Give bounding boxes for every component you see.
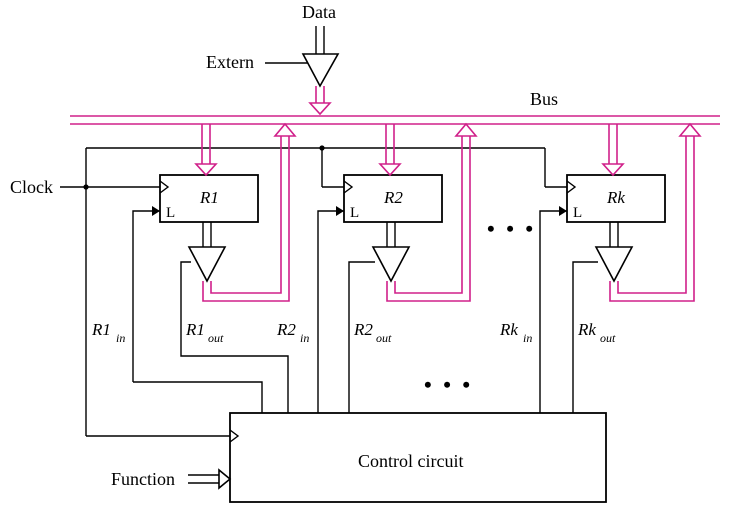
- r1-to-bus-path: [202, 122, 297, 302]
- svg-text:R2: R2: [276, 320, 296, 339]
- r1-in-label: R1 in: [91, 320, 125, 345]
- register-r2-name: R2: [383, 188, 403, 207]
- register-rk-load: L: [573, 205, 582, 221]
- bus-to-r2-arrow: [378, 124, 402, 177]
- svg-text:in: in: [300, 331, 309, 345]
- r2-out-label: R2 out: [353, 320, 392, 345]
- svg-text:R1: R1: [91, 320, 111, 339]
- rk-in-wire: [539, 206, 567, 413]
- r2-in-wire: [317, 206, 344, 413]
- register-rk: Rk L: [566, 174, 666, 223]
- control-circuit-label: Control circuit: [358, 451, 463, 471]
- function-input-arrow: [188, 468, 232, 490]
- register-r2-load: L: [350, 205, 359, 221]
- r1-output-lines: [202, 222, 212, 247]
- svg-text:Rk: Rk: [577, 320, 596, 339]
- register-rk-name: Rk: [606, 188, 625, 207]
- svg-text:Rk: Rk: [499, 320, 518, 339]
- r2-to-bus-path: [386, 122, 478, 302]
- r1-in-wire: [132, 206, 263, 413]
- r1-out-label: R1 out: [185, 320, 224, 345]
- r2-out-wire: [348, 261, 375, 413]
- register-r1-load: L: [166, 205, 175, 221]
- signal-ellipsis: • • •: [424, 372, 473, 397]
- svg-text:out: out: [376, 331, 392, 345]
- r1-output-buffer: [187, 246, 227, 283]
- svg-text:R2: R2: [353, 320, 373, 339]
- register-r1: R1 L: [159, 174, 259, 223]
- register-r2: R2 L: [343, 174, 443, 223]
- svg-text:R1: R1: [185, 320, 205, 339]
- r2-output-lines: [386, 222, 396, 247]
- r1-out-wire: [180, 261, 289, 413]
- bus-label: Bus: [530, 89, 558, 109]
- data-input-lines: [315, 26, 325, 54]
- control-circuit: Control circuit: [229, 412, 607, 503]
- register-ellipsis: • • •: [487, 216, 536, 241]
- extern-tristate-buffer: [301, 53, 340, 88]
- extern-label: Extern: [206, 52, 254, 72]
- register-r1-name: R1: [199, 188, 219, 207]
- svg-text:out: out: [600, 331, 616, 345]
- data-label: Data: [302, 2, 336, 22]
- function-label: Function: [111, 469, 175, 489]
- r2-output-buffer: [371, 246, 411, 283]
- svg-text:in: in: [523, 331, 532, 345]
- rk-to-bus-path: [609, 122, 702, 302]
- bus-to-rk-arrow: [601, 124, 625, 177]
- rk-out-wire: [572, 261, 598, 413]
- clock-label: Clock: [10, 177, 53, 197]
- svg-text:out: out: [208, 331, 224, 345]
- rk-out-label: Rk out: [577, 320, 616, 345]
- svg-text:in: in: [116, 331, 125, 345]
- r2-in-label: R2 in: [276, 320, 309, 345]
- rk-in-label: Rk in: [499, 320, 532, 345]
- clock-wiring: [60, 145, 567, 437]
- bus-to-r1-arrow: [194, 124, 218, 177]
- bus-lines: [70, 115, 720, 125]
- rk-output-lines: [609, 222, 619, 247]
- extern-to-bus-arrow: [308, 86, 332, 116]
- rk-output-buffer: [594, 246, 634, 283]
